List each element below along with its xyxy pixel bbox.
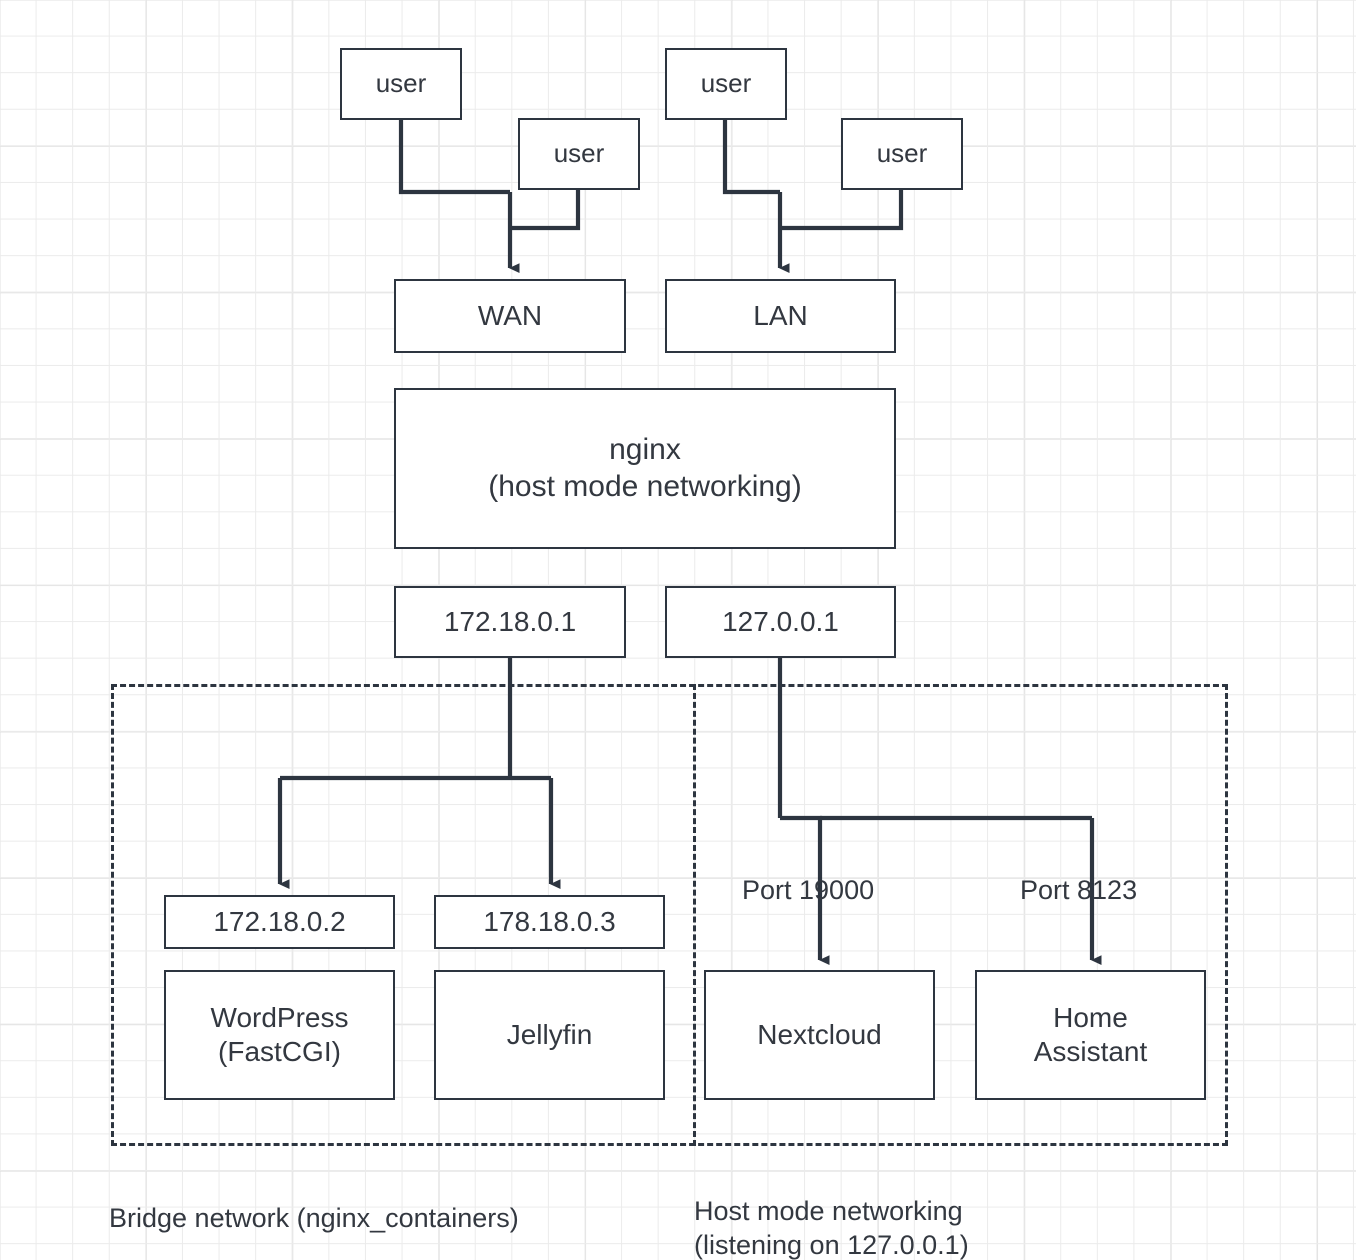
edge-user1-to-wan [398,118,510,195]
node-jellyfin[interactable]: Jellyfin [434,970,665,1100]
edge-label-port-nextcloud: Port 19000 [742,875,874,906]
port-label-text: Port 19000 [742,875,875,905]
node-nextcloud[interactable]: Nextcloud [704,970,935,1100]
node-lan[interactable]: LAN [665,279,896,353]
edge-user4-to-lan [780,188,904,231]
node-label: user [876,138,928,169]
node-ip-wordpress[interactable]: 172.18.0.2 [164,895,395,949]
caption-host-network: Host mode networking (listening on 127.0… [694,1161,969,1260]
node-wordpress[interactable]: WordPress (FastCGI) [164,970,395,1100]
node-label: LAN [753,299,808,331]
node-label: 127.0.0.1 [722,605,839,637]
node-ip-bridge-gateway[interactable]: 172.18.0.1 [394,586,626,658]
caption-bridge-network: Bridge network (nginx_containers) [109,1168,519,1236]
caption-text: Bridge network (nginx_containers) [109,1202,519,1233]
node-label: user [700,68,752,99]
node-label: user [553,138,605,169]
node-home-assistant[interactable]: Home Assistant [975,970,1206,1100]
node-wan[interactable]: WAN [394,279,626,353]
node-label: user [375,68,427,99]
node-user-wan-2[interactable]: user [518,118,640,190]
zone-divider [693,684,696,1146]
node-label: 178.18.0.3 [483,905,616,937]
node-label: Nextcloud [757,1018,882,1050]
node-label: WordPress (FastCGI) [210,1001,349,1067]
node-label: Home Assistant [1033,1001,1148,1067]
node-label: Jellyfin [506,1018,593,1050]
node-nginx-proxy[interactable]: nginx (host mode networking) [394,388,896,549]
node-label: 172.18.0.2 [213,905,346,937]
edge-user2-to-wan [510,188,581,231]
node-user-lan-2[interactable]: user [841,118,963,190]
zone-bridge-network [111,684,1228,1146]
node-user-wan-1[interactable]: user [340,48,462,120]
edge-user3-to-lan [722,118,780,195]
edge-label-port-home-assistant: Port 8123 [1020,875,1137,906]
node-user-lan-1[interactable]: user [665,48,787,120]
node-label: WAN [477,299,543,331]
node-label: nginx (host mode networking) [488,432,802,503]
node-ip-loopback[interactable]: 127.0.0.1 [665,586,896,658]
node-ip-jellyfin[interactable]: 178.18.0.3 [434,895,665,949]
node-label: 172.18.0.1 [443,605,577,637]
port-label-text: Port 8123 [1020,875,1138,905]
caption-text: Host mode networking (listening on 127.0… [694,1195,969,1260]
